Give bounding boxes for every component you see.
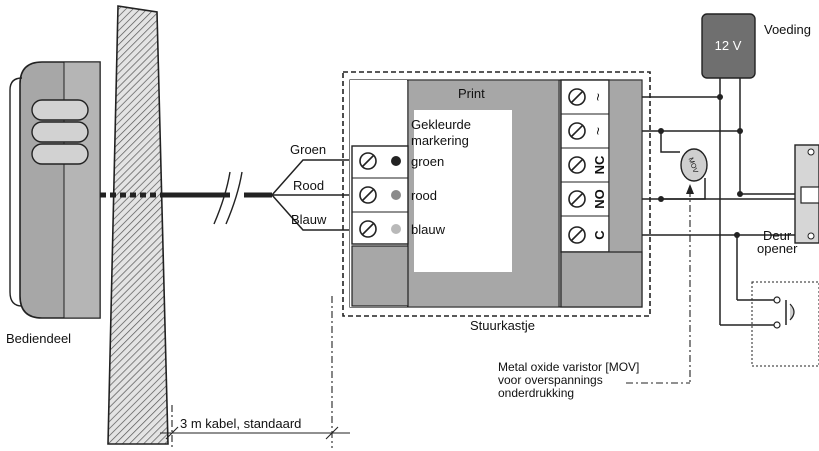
screw-terminal-nc — [568, 156, 586, 174]
cable-dimension — [160, 296, 350, 448]
right-wiring — [642, 78, 804, 326]
marking-groen-label: groen — [411, 154, 444, 169]
terminal-label-c: C — [592, 230, 607, 240]
screw-terminal-groen — [359, 152, 377, 170]
marking-dot-blauw — [391, 224, 401, 234]
cable-length-label: 3 m kabel, standaard — [180, 416, 301, 431]
power-supply-label: Voeding — [764, 22, 811, 37]
stuurkastje-enclosure — [342, 71, 651, 317]
door-opener — [794, 144, 819, 244]
wire-label-rood: Rood — [293, 178, 324, 193]
mov-note-line1: Metal oxide varistor [MOV] — [498, 360, 639, 374]
mov-leader-arrow — [686, 184, 694, 194]
terminal-label-no: NO — [592, 189, 607, 209]
power-supply-box — [701, 13, 756, 79]
screw-terminal-ac2 — [568, 122, 586, 140]
screw-terminal-blauw — [359, 220, 377, 238]
terminal-label-nc: NC — [592, 155, 607, 174]
screw-terminal-c — [568, 226, 586, 244]
bediendeel-label: Bediendeel — [6, 331, 71, 346]
door-opener-label-line2: opener — [757, 241, 798, 256]
push-button-switch — [751, 281, 819, 367]
marking-blauw-label: blauw — [411, 222, 446, 237]
marking-line2: markering — [411, 133, 469, 148]
marking-rood-label: rood — [411, 188, 437, 203]
junction-dots — [658, 94, 743, 238]
power-supply-voltage: 12 V — [715, 38, 742, 53]
mov-leader-line — [626, 190, 691, 384]
mov-component — [680, 148, 708, 182]
bediendeel-unit — [9, 61, 101, 319]
stuurkastje-label: Stuurkastje — [470, 318, 535, 333]
marking-line1: Gekleurde — [411, 117, 471, 132]
terminal-label-ac1: ~ — [590, 93, 606, 101]
screw-terminal-ac1 — [568, 88, 586, 106]
marking-dot-groen — [391, 156, 401, 166]
wall-hatched — [107, 5, 169, 445]
marking-dot-rood — [391, 190, 401, 200]
wire-label-blauw: Blauw — [291, 212, 327, 227]
screw-terminal-rood — [359, 186, 377, 204]
print-label: Print — [458, 86, 485, 101]
screw-terminal-no — [568, 190, 586, 208]
mov-note-line2: voor overspannings — [498, 373, 603, 387]
keypad-buttons — [31, 99, 89, 165]
cable — [100, 159, 349, 231]
mov-note-line3: onderdrukking — [498, 386, 574, 400]
terminal-label-ac2: ~ — [590, 127, 606, 135]
wire-label-groen: Groen — [290, 142, 326, 157]
door-opener-label-line1: Deur — [763, 228, 792, 243]
